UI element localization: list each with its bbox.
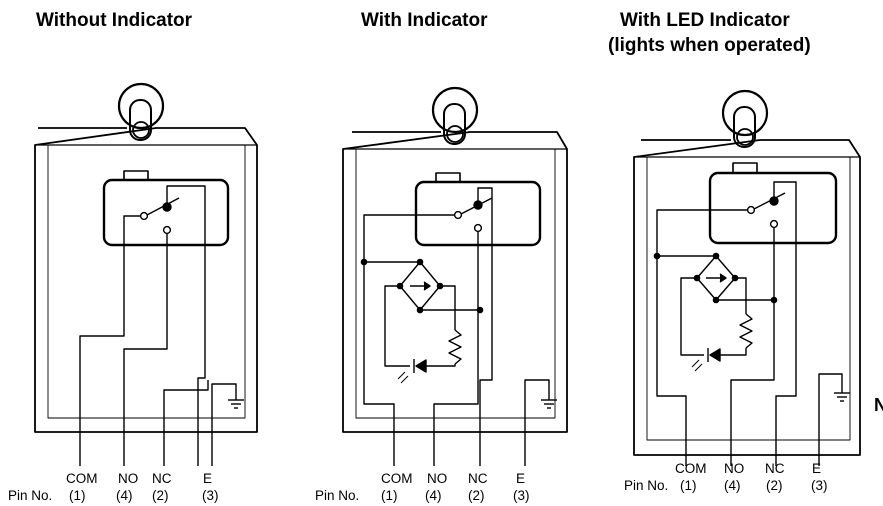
d1-pin-num-4: (4) xyxy=(116,488,133,503)
d3-pin-num-4: (4) xyxy=(724,478,741,493)
diagram-3-switch xyxy=(634,91,860,466)
d1-pin-e: E xyxy=(203,471,213,486)
d1-pin-num-3: (3) xyxy=(202,488,219,503)
d3-pin-num-1: (1) xyxy=(680,478,697,493)
diagram-1-title: Without Indicator xyxy=(36,10,193,31)
diagram-2-title: With Indicator xyxy=(361,10,488,31)
d2-pin-e: E xyxy=(516,471,526,486)
d3-pin-no: NO xyxy=(724,461,745,476)
d3-pin-nc: NC xyxy=(765,461,785,476)
d3-pin-com: COM xyxy=(675,461,707,476)
roller-icon xyxy=(723,91,767,135)
d2-pin-num-4: (4) xyxy=(425,488,442,503)
d1-pin-prefix: Pin No. xyxy=(8,488,53,503)
d2-pin-com: COM xyxy=(381,471,413,486)
diagram-1-switch xyxy=(35,84,257,466)
d3-pin-num-3: (3) xyxy=(811,478,828,493)
d3-pin-prefix: Pin No. xyxy=(624,478,669,493)
diagram-2-switch xyxy=(343,88,567,466)
roller-icon xyxy=(433,88,477,132)
d2-pin-no: NO xyxy=(427,471,448,486)
d2-pin-num-3: (3) xyxy=(513,488,530,503)
d3-pin-e: E xyxy=(812,461,822,476)
d3-pin-num-2: (2) xyxy=(766,478,783,493)
diagram-3-title-line2: (lights when operated) xyxy=(608,35,811,56)
d1-pin-no: NO xyxy=(118,471,139,486)
d1-pin-num-1: (1) xyxy=(69,488,86,503)
d2-pin-num-2: (2) xyxy=(468,488,485,503)
d2-pin-prefix: Pin No. xyxy=(315,488,360,503)
d1-pin-com: COM xyxy=(66,471,98,486)
diagram-3-title-line1: With LED Indicator xyxy=(620,10,790,31)
d2-pin-nc: NC xyxy=(468,471,488,486)
roller-icon xyxy=(119,84,163,128)
cut-off-label: N xyxy=(874,395,883,415)
d2-pin-num-1: (1) xyxy=(381,488,398,503)
d1-pin-nc: NC xyxy=(152,471,172,486)
d1-pin-num-2: (2) xyxy=(152,488,169,503)
